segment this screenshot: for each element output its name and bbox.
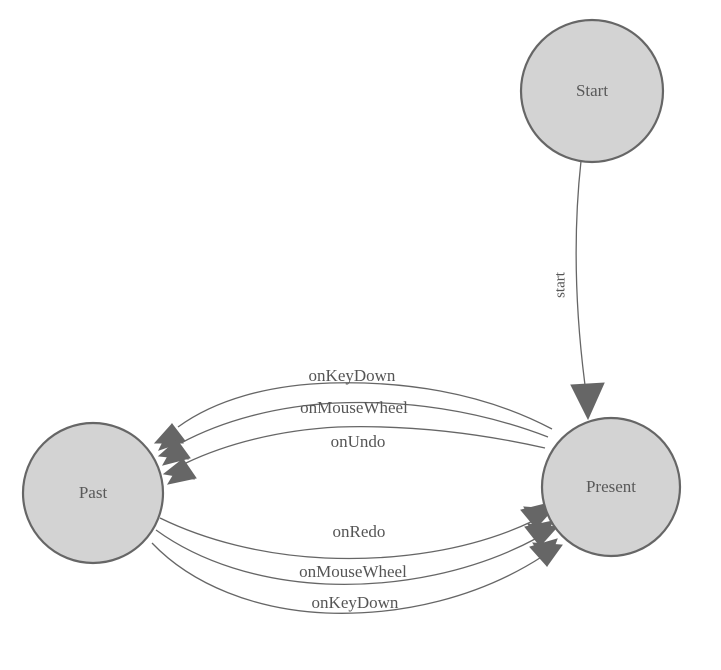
edge-path-redo-wheel [155,529,538,586]
edge-past-to-present-keydown[interactable]: onKeyDown [151,538,563,614]
edge-present-to-past-undo[interactable]: onUndo [162,426,546,485]
edge-path-start [575,160,586,386]
arrowhead-redo-wheel-wing [524,520,554,547]
node-present-label: Present [586,477,636,496]
arrowhead-start [570,382,605,421]
edge-label-start: start [552,271,568,298]
edge-past-to-present-mousewheel[interactable]: onMouseWheel [155,520,559,586]
edge-label-undo-wheel: onMouseWheel [300,398,408,417]
node-past-label: Past [79,483,108,502]
edge-path-redo [159,517,534,560]
edge-path-undo [185,426,546,464]
node-past-circle [21,421,165,565]
edge-present-to-past-keydown[interactable]: onKeyDown [153,366,553,451]
edge-label-undo: onUndo [331,432,386,451]
edge-path-undo-keydown [177,382,553,430]
node-start[interactable]: Start [519,18,665,164]
arrowhead-undo-wing [166,458,197,485]
edge-label-redo: onRedo [333,522,386,541]
edge-label-redo-wheel: onMouseWheel [299,562,407,581]
node-start-circle [519,18,665,164]
node-past[interactable]: Past [21,421,165,565]
node-start-label: Start [576,81,608,100]
node-present-circle [540,416,682,558]
edge-start-to-present[interactable]: start [552,160,605,421]
edge-label-undo-keydown: onKeyDown [309,366,396,385]
edge-label-redo-keydown: onKeyDown [312,593,399,612]
edge-path-redo-keydown [151,542,544,614]
arrowhead-redo-wing [520,502,550,529]
edge-past-to-present-redo[interactable]: onRedo [159,502,555,560]
arrowhead-redo-keydown-wing [529,538,558,567]
node-present[interactable]: Present [540,416,682,558]
edge-path-undo-wheel [180,401,549,444]
